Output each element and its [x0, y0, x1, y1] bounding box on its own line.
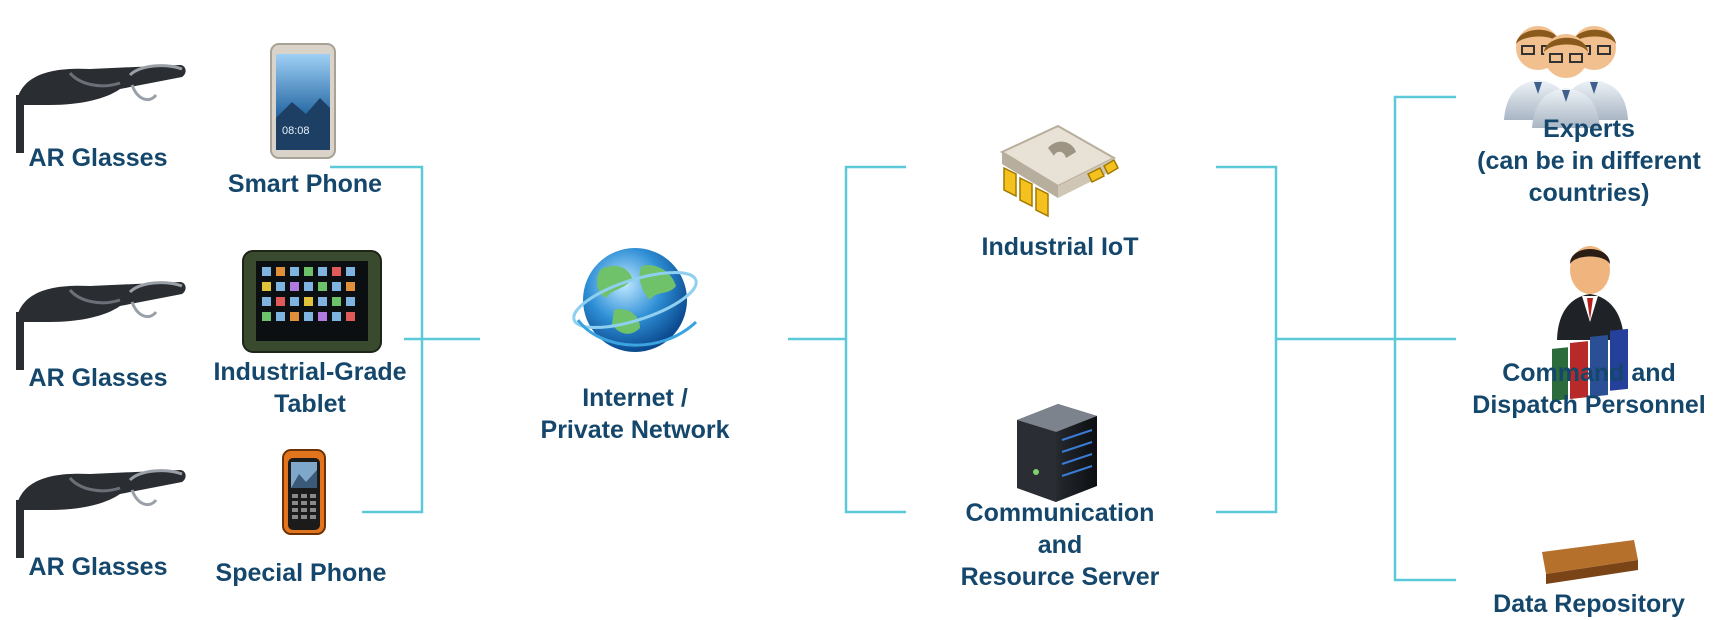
connector-services-bracket	[844, 165, 906, 514]
dispatch-label-line2: Dispatch Personnel	[1472, 391, 1706, 419]
ar-glasses-label: AR Glasses	[28, 553, 168, 581]
experts-label-line2: (can be in different	[1477, 147, 1701, 175]
rugged-phone-icon	[282, 449, 326, 535]
iot-label: Industrial IoT	[981, 233, 1139, 261]
smart-phone-icon: 08:08	[270, 43, 336, 159]
experts-label-line3: countries)	[1528, 179, 1650, 207]
chip-icon	[999, 124, 1119, 218]
experts-label-line1: Experts	[1543, 115, 1635, 143]
ar-glasses-label: AR Glasses	[28, 364, 168, 392]
special-phone-label: Special Phone	[215, 559, 387, 587]
network-label-line2: Private Network	[540, 416, 730, 444]
tablet-icon	[242, 250, 382, 353]
experts-group-icon	[1504, 26, 1628, 128]
server-label-line1: Communication	[965, 499, 1155, 527]
ar-glasses-icon	[16, 281, 186, 370]
ar-glasses-icon	[16, 64, 186, 153]
books-icon	[1542, 328, 1638, 584]
dispatch-label-line1: Command and	[1502, 359, 1676, 387]
tablet-label: Industrial-Grade Tablet	[213, 358, 407, 418]
dispatcher-person-icon	[1557, 246, 1624, 340]
server-label-line3: Resource Server	[960, 563, 1160, 591]
globe-icon	[572, 248, 698, 352]
network-label-line1: Internet /	[582, 384, 688, 412]
svg-text:08:08: 08:08	[282, 125, 310, 137]
ar-glasses-icon	[16, 469, 186, 558]
data-repository-label: Data Repository	[1493, 590, 1685, 618]
smart-phone-label: Smart Phone	[227, 170, 383, 198]
ar-glasses-label: AR Glasses	[28, 144, 168, 172]
connector-endpoints-bracket	[1393, 95, 1456, 582]
connector-lines	[330, 95, 1456, 582]
connector-services-right	[1216, 165, 1278, 514]
server-icon	[1017, 404, 1097, 502]
server-label-line2: and	[1037, 531, 1083, 559]
